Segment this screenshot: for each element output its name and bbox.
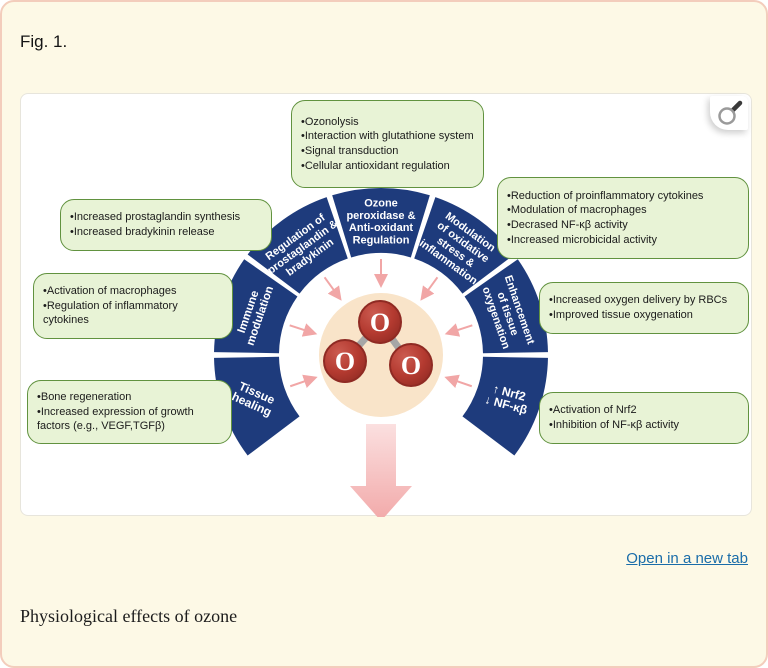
oxygen-atom-label: O (370, 308, 390, 337)
callout-item: •Ozonolysis (301, 115, 359, 128)
ring-segment-prostaglandin (247, 197, 348, 294)
open-in-new-tab-link[interactable]: Open in a new tab (626, 550, 748, 567)
callout-item: •Decrased NF-κβ activity (507, 219, 628, 231)
ring-segment-ozone-peroxidase (332, 188, 430, 258)
callout-item: •Improved tissue oxygenation (549, 309, 693, 321)
callout-item: •Modulation of macrophages (507, 204, 647, 217)
ring-segment-tissue-healing (214, 356, 300, 456)
callout-immune: •Activation of macrophages•Regulation of… (33, 273, 233, 339)
callout-item: •Increased expression of growth factors … (37, 405, 194, 433)
callout-item: •Reduction of proinflammatory cytokines (507, 189, 704, 202)
downward-arrow (350, 424, 412, 517)
open-link-row: Open in a new tab (626, 550, 748, 567)
oxygen-atom (389, 343, 433, 387)
callout-tissue-healing: •Bone regeneration•Increased expression … (27, 380, 232, 444)
callout-nrf2: •Activation of Nrf2 •Inhibition of NF-κβ … (539, 392, 749, 444)
callout-item: •Bone regeneration (37, 391, 132, 404)
inward-arrow (420, 276, 439, 301)
callout-item: •Activation of macrophages (43, 285, 177, 298)
callout-item: •Cellular antioxidant regulation (301, 159, 450, 172)
ring-segment-oxidative-stress (414, 197, 515, 294)
inward-arrow (323, 276, 342, 301)
magnifier-icon (718, 100, 743, 125)
callout-item: •Inhibition of NF-κβ activity (549, 419, 679, 431)
ring-segment-immune-modulation (214, 259, 298, 354)
oxygen-atom (358, 300, 402, 344)
callout-item: •Interaction with glutathione system (301, 130, 474, 143)
inward-arrow (289, 323, 318, 337)
oxygen-atom-label: O (401, 351, 421, 380)
callout-item: •Signal transduction (301, 145, 399, 157)
callout-oxidative-stress: •Reduction of proinflammatory cytokines •… (497, 177, 749, 259)
inward-arrow (444, 323, 473, 337)
callout-item: •Increased bradykinin release (70, 226, 215, 238)
callout-prostaglandin: •Increased prostaglandin synthesis •Incre… (60, 199, 272, 251)
figure-caption: Physiological effects of ozone (20, 606, 238, 626)
callout-item: •Regulation of inflammatory cytokines (43, 299, 178, 327)
callout-oxygenation: •Increased oxygen delivery by RBCs •Impro… (539, 282, 749, 334)
callout-item: •Increased prostaglandin synthesis (70, 211, 241, 224)
zoom-figure-button[interactable] (710, 96, 748, 130)
callout-item: •Activation of Nrf2 (549, 404, 637, 417)
oxygen-atom-label: O (335, 347, 355, 376)
callout-item: •Increased microbicidal activity (507, 233, 657, 246)
oxygen-atom (323, 339, 367, 383)
figure-label: Fig. 1. (20, 32, 68, 51)
callout-item: •Increased oxygen delivery by RBCs (549, 294, 728, 307)
inward-arrow (289, 374, 318, 388)
inward-arrow (444, 374, 473, 388)
ring-segment-nrf2-nfkb (462, 356, 548, 456)
ring-segment-tissue-oxygenation (464, 259, 548, 354)
callout-ozone-mechanisms: •Ozonolysis •Interaction with glutathione… (291, 100, 484, 188)
ozone-effects-diagram: TissuehealingImmunemodulationRegulation … (214, 188, 548, 517)
